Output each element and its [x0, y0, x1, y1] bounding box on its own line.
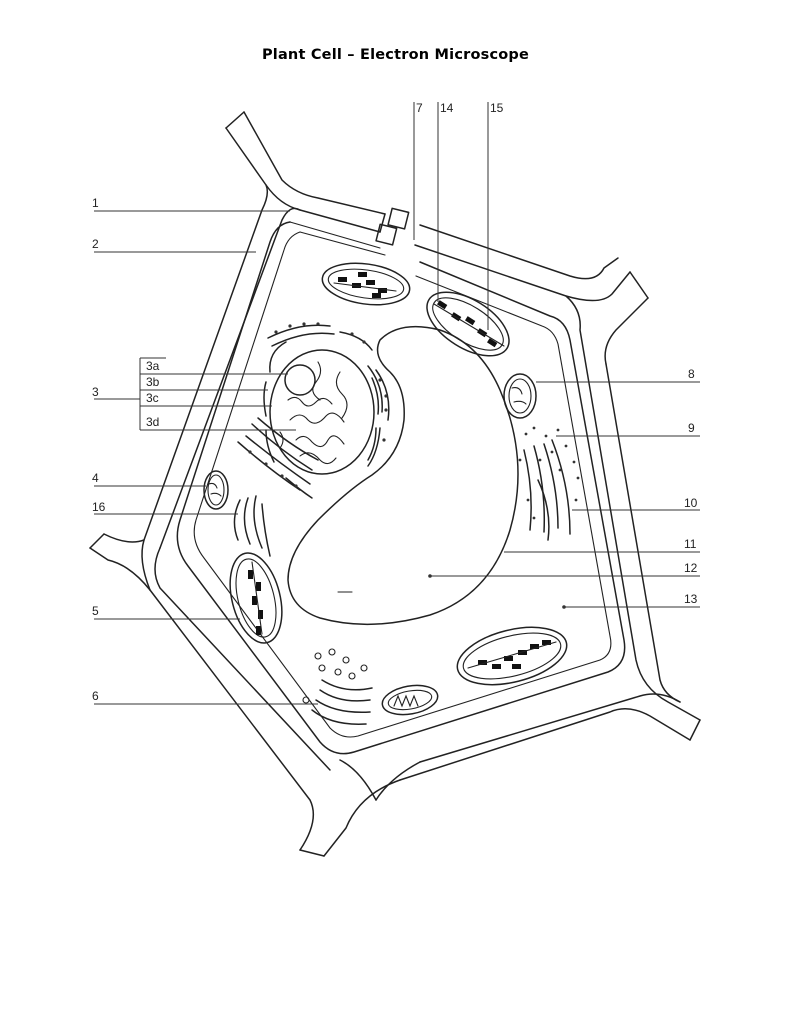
chloroplast-right [426, 291, 510, 357]
chloroplast-bottom [456, 626, 568, 686]
label-5: 5 [92, 604, 99, 618]
nucleus [263, 341, 380, 475]
label-11: 11 [684, 537, 697, 551]
mitochondrion-right [503, 373, 537, 419]
vacuole [287, 325, 519, 626]
label-9: 9 [688, 421, 695, 435]
label-12: 12 [684, 561, 698, 575]
mitochondrion-bottom [381, 684, 439, 716]
golgi-apparatus-left [233, 495, 271, 557]
endoplasmic-reticulum [237, 322, 390, 499]
label-8: 8 [688, 367, 695, 381]
page-title: Plant Cell – Electron Microscope [261, 47, 530, 63]
label-1: 1 [92, 196, 99, 210]
label-13: 13 [684, 592, 698, 606]
endoplasmic-reticulum-right [518, 426, 580, 541]
label-2: 2 [92, 237, 99, 251]
label-14: 14 [440, 101, 454, 115]
label-10: 10 [684, 496, 698, 510]
label-3b: 3b [146, 375, 160, 389]
label-3c: 3c [146, 391, 159, 405]
label-3: 3 [92, 385, 99, 399]
leader-lines [94, 102, 700, 705]
label-3a: 3a [146, 359, 160, 373]
label-15: 15 [490, 101, 504, 115]
cell-membrane [176, 221, 626, 755]
label-16: 16 [92, 500, 106, 514]
cell-wall [89, 111, 701, 857]
label-6: 6 [92, 689, 99, 703]
label-3d: 3d [146, 415, 159, 429]
chloroplast-top [321, 262, 411, 306]
golgi-apparatus-bottom [302, 648, 373, 725]
label-7: 7 [416, 101, 423, 115]
label-4: 4 [92, 471, 99, 485]
mitochondrion-left [203, 470, 229, 510]
chloroplast-left [229, 552, 283, 644]
